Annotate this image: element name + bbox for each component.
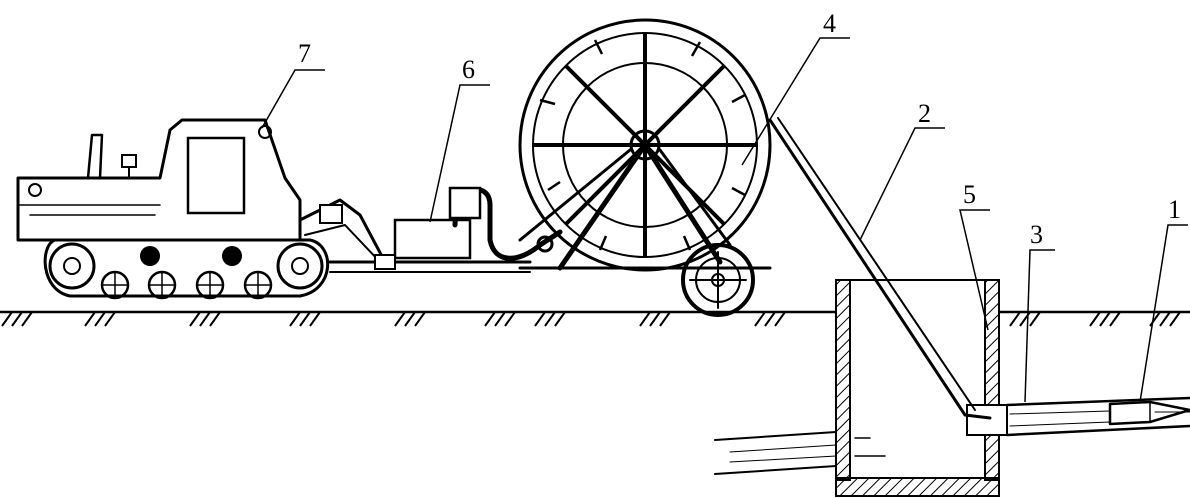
launch-pit bbox=[835, 279, 1000, 497]
road-wheels bbox=[100, 270, 273, 300]
compressor-unit bbox=[328, 186, 563, 273]
callout-6: 6 bbox=[462, 55, 475, 84]
callout-3: 3 bbox=[1030, 220, 1043, 249]
callout-5: 5 bbox=[963, 180, 976, 209]
drive-cable bbox=[768, 117, 992, 420]
callout-2: 2 bbox=[918, 99, 931, 128]
piercing-probe bbox=[1108, 400, 1190, 426]
ground-hatching bbox=[1, 311, 1181, 327]
pipeline-section bbox=[966, 396, 1190, 437]
crawler-tractor bbox=[16, 118, 396, 300]
drum-rim-segments bbox=[539, 39, 746, 251]
track-idler bbox=[48, 242, 96, 290]
cable-drum bbox=[518, 18, 772, 317]
callout-7: 7 bbox=[298, 39, 311, 68]
drum-wheel bbox=[681, 243, 755, 317]
callout-1: 1 bbox=[1168, 195, 1181, 224]
cab-window bbox=[186, 136, 246, 215]
track-sprocket bbox=[276, 242, 324, 290]
ground-surface bbox=[0, 310, 1190, 327]
callout-4: 4 bbox=[823, 9, 836, 38]
existing-pipe bbox=[714, 431, 886, 475]
leader-lines bbox=[261, 37, 1188, 403]
support-roller bbox=[140, 246, 160, 266]
